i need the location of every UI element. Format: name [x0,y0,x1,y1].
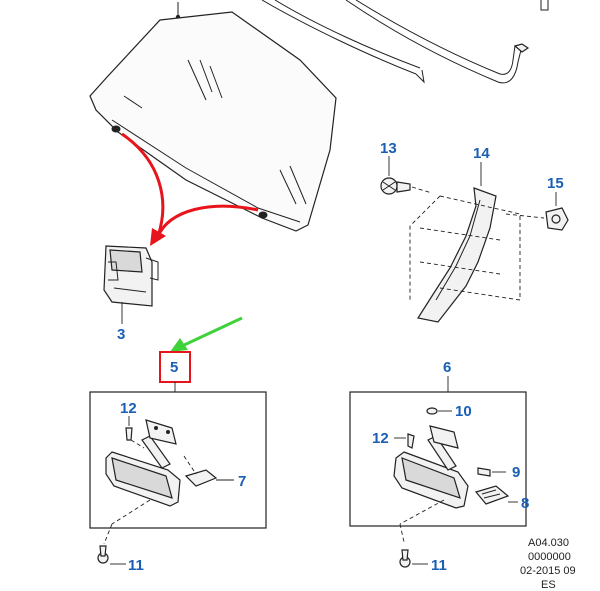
screw-11-right [399,523,428,568]
footer-ref-code: A04.030 [528,537,569,549]
screw-11-left [97,523,126,565]
windshield-glass [89,2,337,232]
windshield-moulding [261,0,549,84]
highlight-arrows [121,132,259,246]
mirror-assembly-box-5 [89,391,267,529]
clip-15 [505,192,569,231]
callout-5: 5 [170,359,178,376]
callout-12-left: 12 [120,400,137,417]
mirror-mount-bracket [103,245,159,324]
footer-date: 02-2015 09 [520,565,576,577]
footer-locale: ES [541,579,556,591]
callout-14: 14 [473,145,490,162]
callout-11-left: 11 [128,557,144,574]
pillar-trim-14 [409,162,521,323]
callout-15: 15 [547,175,564,192]
callout-13: 13 [380,140,397,157]
callout-7: 7 [238,473,246,490]
callout-11-right: 11 [431,557,447,574]
callout-10: 10 [455,403,472,420]
mirror-assembly-box-6 [349,376,527,527]
callout-12-right: 12 [372,430,389,447]
fastener-13 [380,156,433,195]
footer-ref-number: 0000000 [528,551,571,563]
callout-8: 8 [521,495,529,512]
callout-3: 3 [117,326,125,343]
callout-6: 6 [443,359,451,376]
callout-9: 9 [512,464,520,481]
pointer-arrow [170,316,243,352]
